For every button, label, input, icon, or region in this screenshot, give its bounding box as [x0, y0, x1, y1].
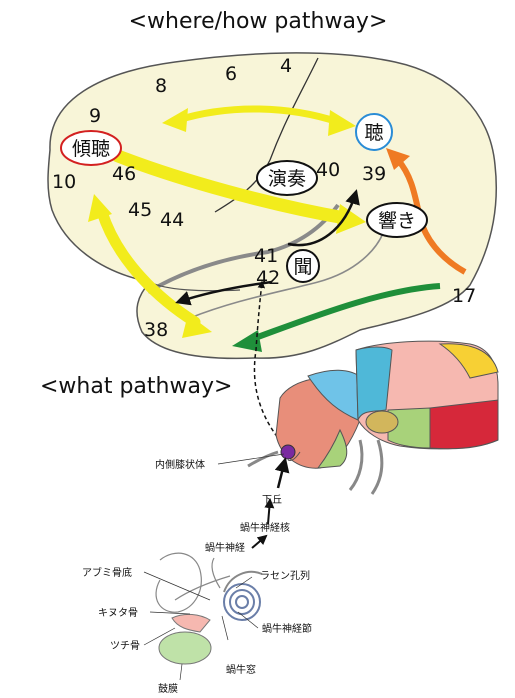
area-4: 4: [280, 55, 292, 77]
label-incus: キヌタ骨: [98, 607, 138, 619]
label-spiral-lamina: ラセン孔列: [260, 569, 310, 582]
area-8: 8: [155, 75, 167, 97]
superior-temporal-sulcus: [189, 227, 386, 319]
svg-text:傾聴: 傾聴: [72, 138, 110, 160]
hibiki-label: 響き: [366, 202, 428, 238]
brain-3d-illustration: [247, 340, 499, 495]
pathway-arrow-to-ic: [264, 498, 275, 525]
yellow-arrow-frontal-parietal: [162, 105, 356, 136]
area-42: 42: [256, 267, 280, 289]
ensou-label: 演奏: [256, 160, 318, 196]
sylvian-fissure-line: [146, 203, 340, 294]
keicho-label: 傾聴: [60, 130, 122, 166]
area-17: 17: [452, 285, 476, 307]
label-cochlear-nucleus: 蝸牛神経核: [240, 521, 290, 534]
cho-label: 聴: [355, 113, 393, 151]
area-44: 44: [160, 209, 184, 231]
leader-lines: [143, 453, 285, 681]
dashed-arrow-to-42: [253, 280, 287, 449]
label-lgn: 内側膝状体: [155, 458, 205, 471]
ear-illustration: [155, 552, 263, 665]
area-46: 46: [112, 163, 136, 185]
area-39: 39: [362, 163, 386, 185]
what-pathway-title: <what pathway>: [40, 374, 232, 399]
svg-text:演奏: 演奏: [268, 168, 306, 190]
label-round-window: 蝸牛窓: [226, 663, 256, 676]
label-malleus: ツチ骨: [110, 640, 140, 652]
label-cochlear-nerve: 蝸牛神経: [205, 541, 245, 554]
svg-text:聞: 聞: [293, 256, 312, 278]
green-arrow-occipital-to-temporal: [232, 283, 441, 352]
area-10: 10: [52, 171, 76, 193]
svg-text:聴: 聴: [364, 122, 383, 144]
area-41: 41: [254, 245, 278, 267]
pathway-arrow-to-cn: [251, 534, 268, 549]
where-how-pathway-title: <where/how pathway>: [129, 9, 388, 34]
black-arrow-to-39: [287, 189, 360, 247]
label-eardrum: 鼓膜: [158, 682, 178, 695]
area-40: 40: [316, 159, 340, 181]
area-9: 9: [89, 105, 101, 127]
yellow-arrow-broca-to-wernicke: [111, 149, 366, 234]
label-inferior-colliculus: 下丘: [262, 494, 282, 506]
yellow-arrow-frontal-temporal: [88, 194, 212, 338]
bun-label: 聞: [286, 249, 320, 283]
area-6: 6: [225, 63, 237, 85]
pathway-arrow-to-lgn: [274, 457, 290, 489]
area-45: 45: [128, 199, 152, 221]
svg-text:響き: 響き: [378, 210, 416, 232]
label-stapes-base: アブミ骨底: [82, 566, 132, 579]
label-spiral-ganglion: 蝸牛神経節: [262, 622, 312, 635]
area-38: 38: [144, 319, 168, 341]
